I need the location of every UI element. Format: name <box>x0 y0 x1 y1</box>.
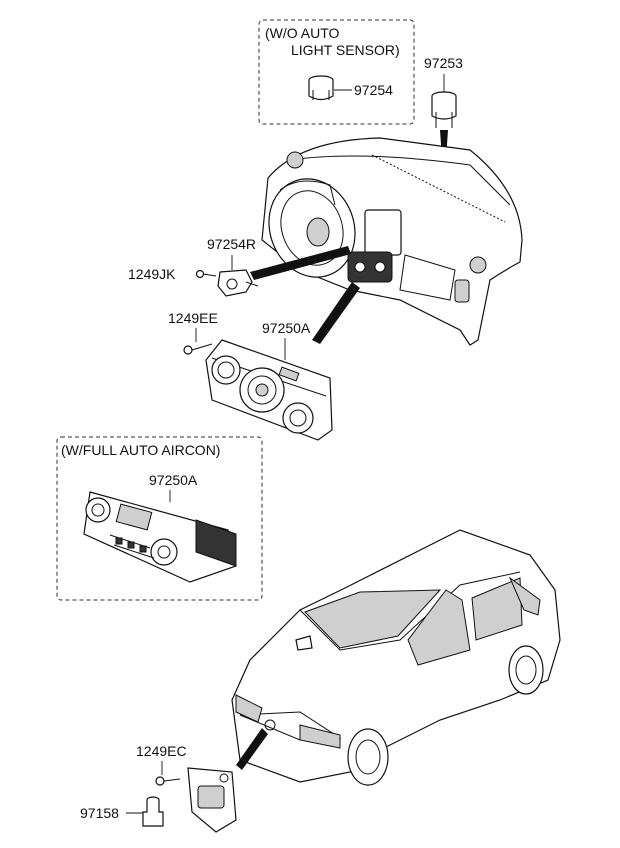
full-auto-aircon-box <box>56 436 263 601</box>
wo-auto-note-line1: (W/O AUTO <box>265 25 340 41</box>
label-1249JK: 1249JK <box>128 266 176 282</box>
screw-1249JK <box>195 269 217 279</box>
wo-auto-light-sensor-box <box>258 19 415 125</box>
heater-control-97250A <box>205 339 333 441</box>
label-97254R: 97254R <box>207 236 256 252</box>
full-auto-note: (W/FULL AUTO AIRCON) <box>61 442 220 458</box>
ambient-sensor-97158 <box>142 796 164 827</box>
vehicle-illustration <box>231 529 561 786</box>
label-97158: 97158 <box>80 805 119 821</box>
label-97254: 97254 <box>354 82 393 98</box>
label-1249EE: 1249EE <box>168 310 218 326</box>
label-97250A-lower: 97250A <box>149 472 198 488</box>
sensor-cap-97254 <box>308 75 334 101</box>
wo-auto-note-line2: LIGHT SENSOR) <box>291 42 400 58</box>
dashboard-illustration <box>261 137 523 346</box>
pointer-heater-control <box>312 282 360 344</box>
label-97253: 97253 <box>424 55 463 71</box>
screw-1249EC <box>155 776 181 786</box>
ambient-sensor-bracket <box>187 767 237 833</box>
photo-sensor-97254R <box>217 269 259 297</box>
pointer-ambient-sensor <box>236 728 268 770</box>
label-1249EC: 1249EC <box>136 743 187 759</box>
screw-1249EE <box>183 343 213 355</box>
label-97250A-upper: 97250A <box>262 320 311 336</box>
auto-aircon-control-97250A <box>83 491 237 583</box>
auto-light-sensor-97253 <box>431 91 457 128</box>
pointer-97254R <box>250 246 351 280</box>
